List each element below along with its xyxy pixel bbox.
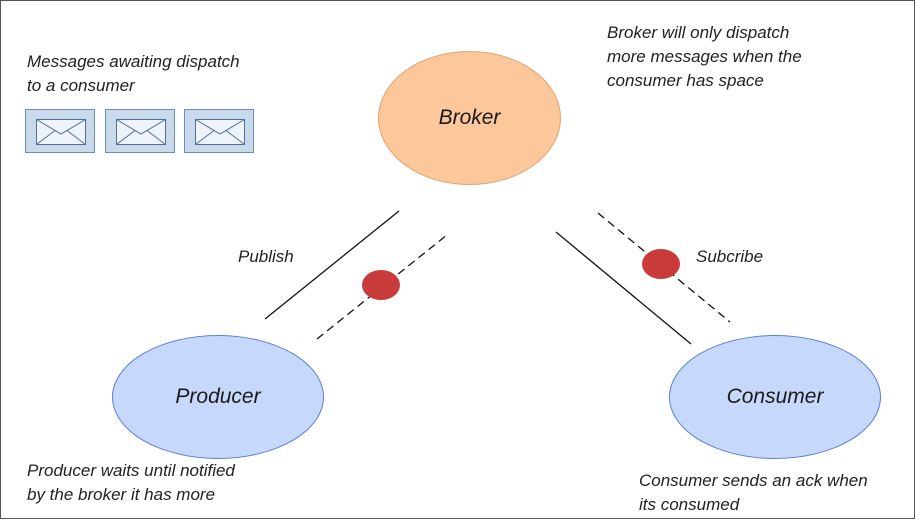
envelope-glyph-icon bbox=[195, 119, 245, 145]
broker-note-line-3: consumer has space bbox=[607, 71, 764, 90]
broker-label: Broker bbox=[438, 106, 501, 129]
envelope-icon bbox=[184, 109, 254, 153]
producer-node: Producer bbox=[112, 335, 324, 459]
consumer-node: Consumer bbox=[669, 335, 881, 459]
queue-note: Messages awaiting dispatch to a consumer bbox=[27, 50, 240, 98]
queue-note-line-1: Messages awaiting dispatch bbox=[27, 52, 240, 71]
producer-note: Producer waits until notified by the bro… bbox=[27, 459, 235, 507]
consumer-label: Consumer bbox=[726, 385, 824, 408]
envelope-icon bbox=[105, 109, 175, 153]
subscribe-label: Subcribe bbox=[696, 247, 764, 266]
envelope-glyph-icon bbox=[116, 119, 166, 145]
broker-note: Broker will only dispatch more messages … bbox=[607, 21, 802, 93]
consumer-note-line-1: Consumer sends an ack when bbox=[639, 471, 868, 490]
publish-message-marker bbox=[362, 270, 400, 300]
producer-note-line-1: Producer waits until notified bbox=[27, 461, 235, 480]
broker-note-line-2: more messages when the bbox=[607, 47, 802, 66]
producer-label: Producer bbox=[175, 385, 261, 408]
broker-node: Broker bbox=[378, 51, 561, 185]
producer-note-line-2: by the broker it has more bbox=[27, 485, 216, 504]
subscribe-line bbox=[555, 231, 692, 345]
consumer-note-line-2: its consumed bbox=[639, 495, 740, 514]
queue-note-line-2: to a consumer bbox=[27, 76, 135, 95]
subscribe-message-marker bbox=[642, 249, 680, 279]
publish-label: Publish bbox=[238, 247, 294, 266]
envelope-icon bbox=[25, 109, 95, 153]
broker-note-line-1: Broker will only dispatch bbox=[607, 23, 790, 42]
publish-line bbox=[264, 210, 400, 320]
consumer-note: Consumer sends an ack when its consumed bbox=[639, 469, 868, 517]
envelope-glyph-icon bbox=[36, 119, 86, 145]
